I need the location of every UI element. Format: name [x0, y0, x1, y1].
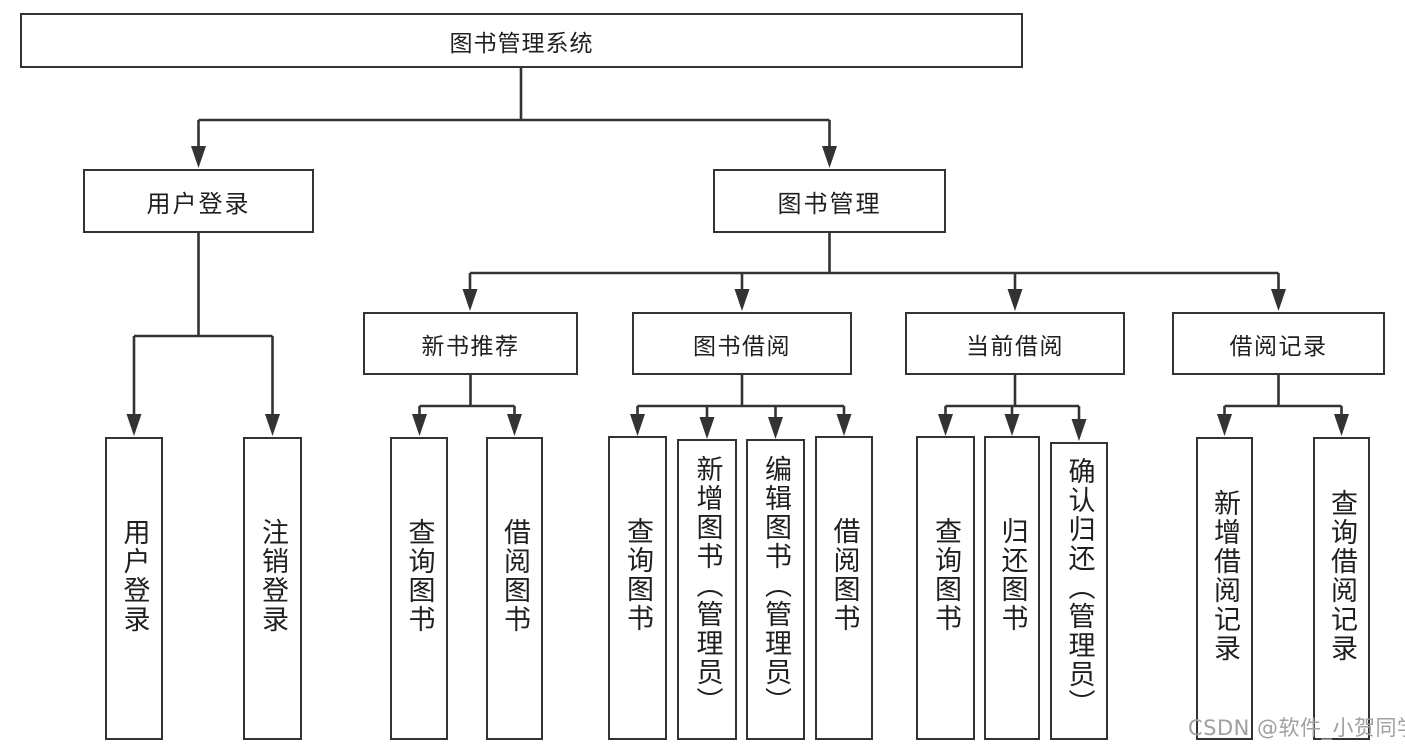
node-new-book-recommendation: 新书推荐 — [363, 312, 578, 375]
node-borrowing-records: 借阅记录 — [1172, 312, 1385, 375]
node-query-books-borrowing: 查询图书 — [608, 436, 667, 740]
connector-book-mgmt-to-level3 — [468, 233, 1280, 293]
node-edit-books-admin: 编辑图书（管理员） — [746, 439, 805, 740]
connector-new-book-rec — [418, 375, 516, 418]
node-label: 确认归还（管理员） — [1063, 456, 1095, 718]
csdn-watermark: CSDN @软件_小贺同学 — [1188, 716, 1405, 740]
node-add-borrow-record: 新增借阅记录 — [1196, 437, 1253, 740]
connector-book-borrow — [636, 375, 846, 421]
node-label: 注销登录 — [257, 517, 288, 634]
node-label: 新增借阅记录 — [1209, 488, 1240, 663]
node-user-login-leaf: 用户登录 — [105, 437, 163, 740]
connector-user-login-to-leaves — [132, 233, 274, 418]
node-book-borrowing: 图书借阅 — [632, 312, 852, 375]
connector-root-to-level2 — [197, 68, 831, 150]
node-borrow-books-borrowing: 借阅图书 — [815, 436, 873, 740]
node-add-books-admin: 新增图书（管理员） — [677, 439, 737, 740]
node-label: 新增图书（管理员） — [691, 455, 723, 716]
node-label: 归还图书 — [996, 517, 1028, 633]
connector-current-borrow — [944, 375, 1081, 423]
node-return-books: 归还图书 — [984, 436, 1040, 740]
node-borrow-books-recommend: 借阅图书 — [486, 437, 543, 740]
node-user-login: 用户登录 — [83, 169, 314, 233]
node-label: 用户登录 — [118, 517, 150, 634]
node-label: 借阅图书 — [828, 517, 860, 633]
node-query-books-current: 查询图书 — [916, 436, 975, 740]
connector-borrow-record — [1223, 375, 1343, 418]
node-library-system: 图书管理系统 — [20, 13, 1023, 68]
node-logout-leaf: 注销登录 — [243, 437, 302, 740]
node-label: 查询图书 — [622, 517, 653, 633]
node-current-borrowing: 当前借阅 — [905, 312, 1125, 375]
node-query-borrow-record: 查询借阅记录 — [1313, 437, 1370, 740]
node-label: 编辑图书（管理员） — [760, 455, 791, 716]
node-label: 查询借阅记录 — [1326, 488, 1357, 663]
node-confirm-return-admin: 确认归还（管理员） — [1050, 442, 1108, 740]
node-label: 借阅图书 — [499, 517, 530, 634]
node-book-management: 图书管理 — [713, 169, 946, 233]
node-query-books-recommend: 查询图书 — [390, 437, 448, 740]
node-label: 查询图书 — [930, 517, 961, 633]
node-label: 查询图书 — [403, 517, 435, 634]
arrowheads — [126, 146, 1349, 441]
